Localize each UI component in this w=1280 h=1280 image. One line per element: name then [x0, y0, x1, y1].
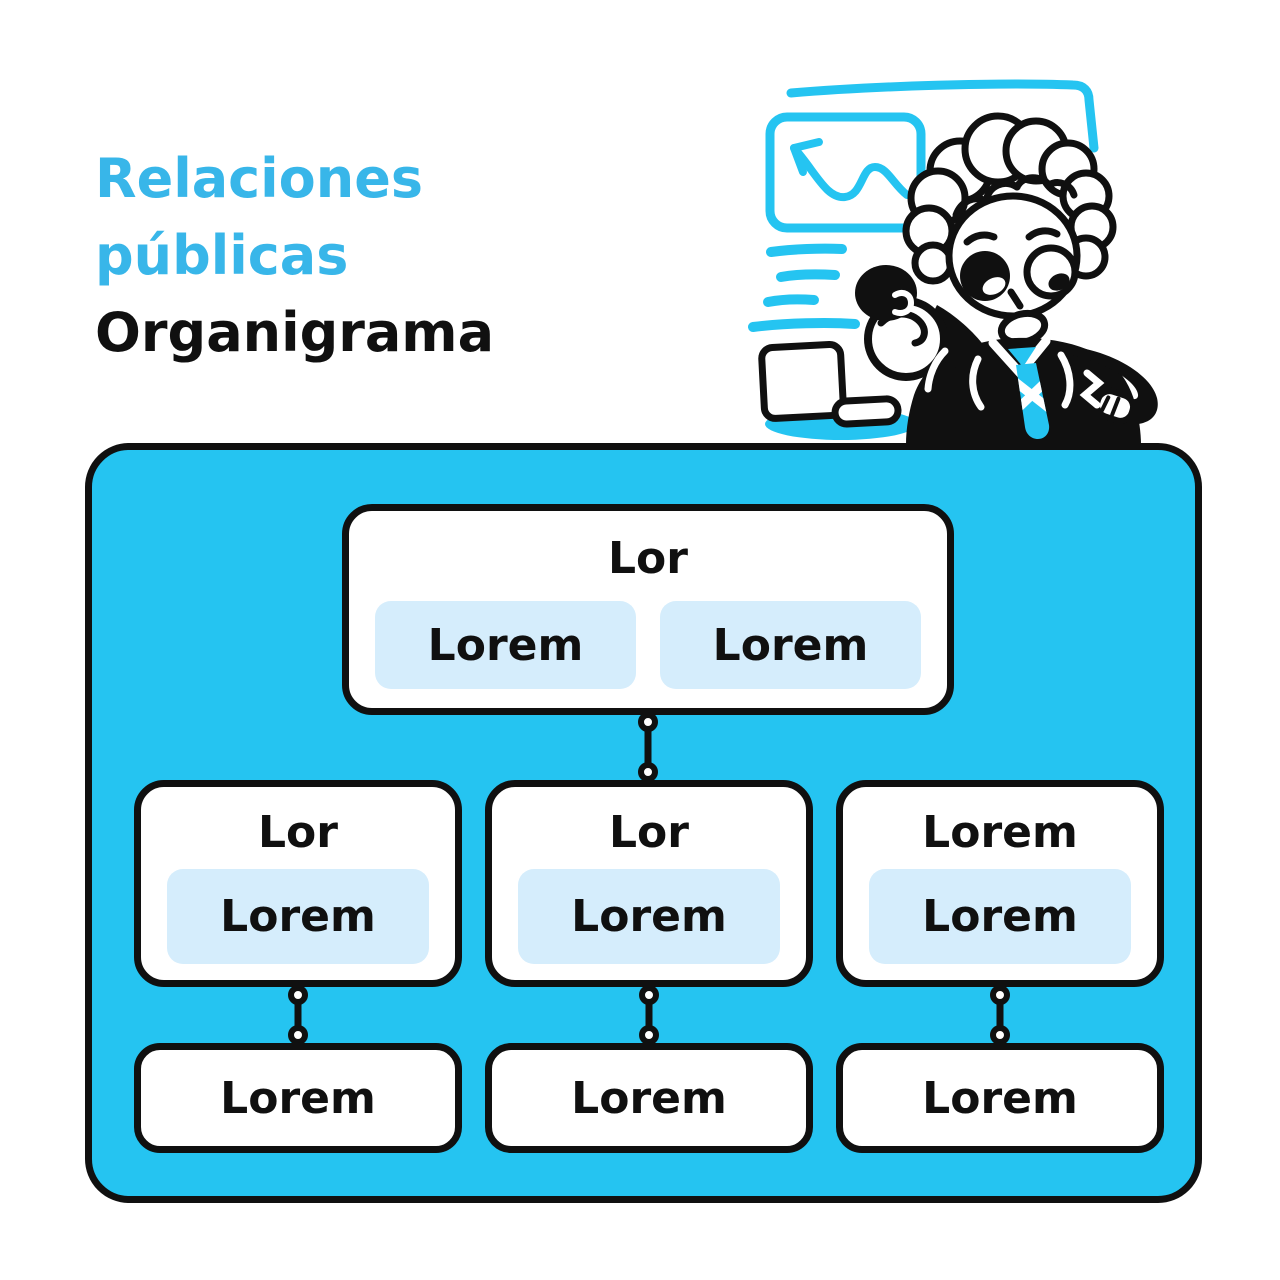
org-level2-chip-2: Lorem: [518, 869, 780, 964]
org-level3-label-1: Lorem: [220, 1072, 376, 1124]
org-level3-card-3: Lorem: [836, 1043, 1164, 1153]
title-line-3: Organigrama: [95, 301, 495, 364]
connector-left: [288, 985, 308, 1045]
title-line-1: Relaciones: [95, 147, 423, 210]
sketch-frame-icon: [786, 79, 1099, 153]
presenter-character: [855, 112, 1158, 445]
connector-right: [990, 985, 1010, 1045]
page-title: Relaciones públicas Organigrama: [95, 140, 494, 371]
hair-fringe: [952, 174, 1078, 219]
suit-highlights: [924, 347, 1105, 411]
trend-chart-sketch-icon: [765, 112, 926, 233]
org-root-card: Lor Lorem Lorem: [342, 504, 954, 715]
org-root-chip-2: Lorem: [660, 601, 921, 689]
org-level3-card-2: Lorem: [485, 1043, 813, 1153]
org-level3-label-2: Lorem: [571, 1072, 727, 1124]
laptop-icon: [758, 341, 917, 440]
org-level3-card-1: Lorem: [134, 1043, 462, 1153]
org-level2-card-1: Lor Lorem: [134, 780, 462, 987]
title-line-2: públicas: [95, 224, 349, 287]
connector-middle: [639, 985, 659, 1045]
connector-root-middle: [638, 712, 658, 782]
org-chart-panel: Lor Lorem Lorem Lor Lorem Lor Lorem Lore…: [85, 443, 1202, 1203]
org-root-title: Lor: [608, 533, 688, 584]
org-level2-title-1: Lor: [258, 807, 338, 858]
org-level2-chip-1: Lorem: [167, 869, 429, 964]
org-root-chip-1: Lorem: [375, 601, 636, 689]
org-level2-card-3: Lorem Lorem: [836, 780, 1164, 987]
org-level2-card-2: Lor Lorem: [485, 780, 813, 987]
org-root-chip-row: Lorem Lorem: [375, 601, 921, 689]
org-level3-label-3: Lorem: [922, 1072, 1078, 1124]
presenter-illustration: [748, 79, 1158, 445]
handwriting-lines-icon: [748, 243, 860, 332]
clicker-remote-icon: [855, 265, 917, 321]
org-level2-title-3: Lorem: [922, 807, 1078, 858]
org-level2-title-2: Lor: [609, 807, 689, 858]
org-level2-chip-3: Lorem: [869, 869, 1131, 964]
